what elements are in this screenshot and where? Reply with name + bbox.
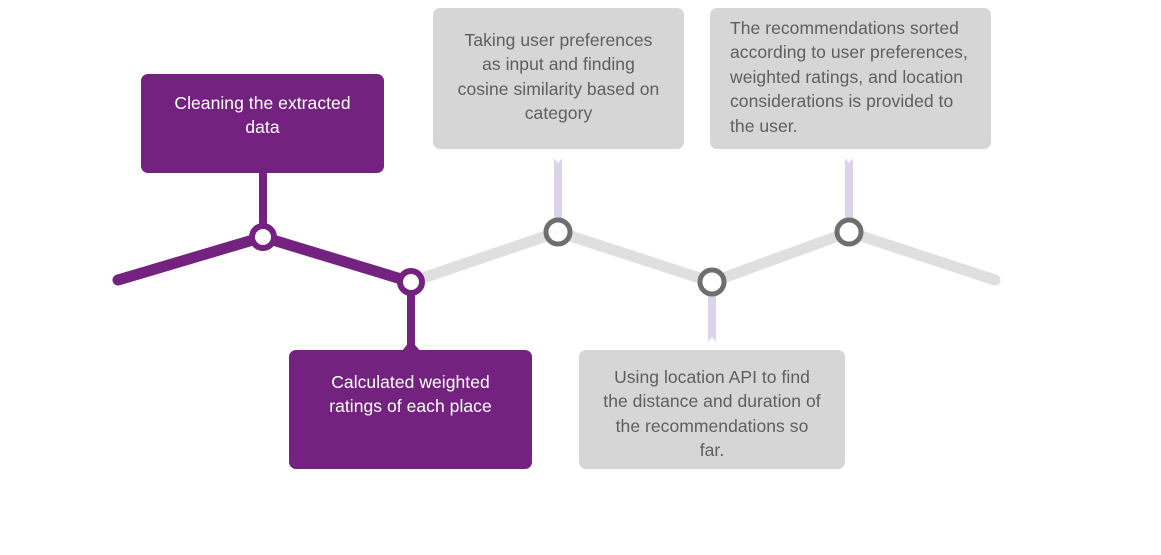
- callout-text: Using location API to find the distance …: [603, 367, 821, 461]
- notch-box-location: [700, 337, 724, 351]
- timeline-segments-active: [112, 231, 417, 288]
- notch-box-sorted: [837, 149, 861, 163]
- segment-3-4: [552, 226, 718, 288]
- node-1-marker[interactable]: [249, 223, 277, 251]
- timeline-stems-active: [259, 170, 415, 352]
- callout-cosine-similarity[interactable]: Taking user preferences as input and fin…: [433, 8, 684, 149]
- stem-node-3: [554, 150, 562, 228]
- stem-node-5: [845, 150, 853, 228]
- stem-node-2: [407, 286, 415, 352]
- stem-node-1: [259, 170, 267, 232]
- segment-start-1: [112, 231, 269, 286]
- segment-5-end: [843, 226, 1001, 286]
- timeline-stems-inactive: [554, 150, 853, 350]
- timeline-segments-inactive: [405, 226, 1001, 288]
- notch-box-cosine: [546, 149, 570, 163]
- stem-node-4: [708, 288, 716, 350]
- callout-calculated-weighted-ratings[interactable]: Calculated weighted ratings of each plac…: [289, 350, 532, 469]
- segment-1-2: [257, 231, 417, 288]
- notch-box-weighted: [401, 340, 421, 352]
- node-4-marker[interactable]: [697, 267, 727, 297]
- callout-text: The recommendations sorted according to …: [730, 18, 968, 136]
- segment-2-3: [405, 226, 564, 288]
- callout-cleaning-the-extracted-data[interactable]: Cleaning the extracted data: [141, 74, 384, 173]
- node-5-marker[interactable]: [834, 217, 864, 247]
- callout-location-api[interactable]: Using location API to find the distance …: [579, 350, 845, 469]
- callout-recommendations-sorted[interactable]: The recommendations sorted according to …: [710, 8, 991, 149]
- node-3-marker[interactable]: [543, 217, 573, 247]
- segment-4-5: [706, 226, 855, 288]
- callout-text: Calculated weighted ratings of each plac…: [329, 372, 492, 417]
- callout-text: Taking user preferences as input and fin…: [457, 30, 660, 124]
- callout-text: Cleaning the extracted data: [174, 93, 351, 138]
- callout-notches: [401, 149, 861, 352]
- timeline-nodes: [249, 217, 864, 297]
- node-2-marker[interactable]: [397, 268, 425, 296]
